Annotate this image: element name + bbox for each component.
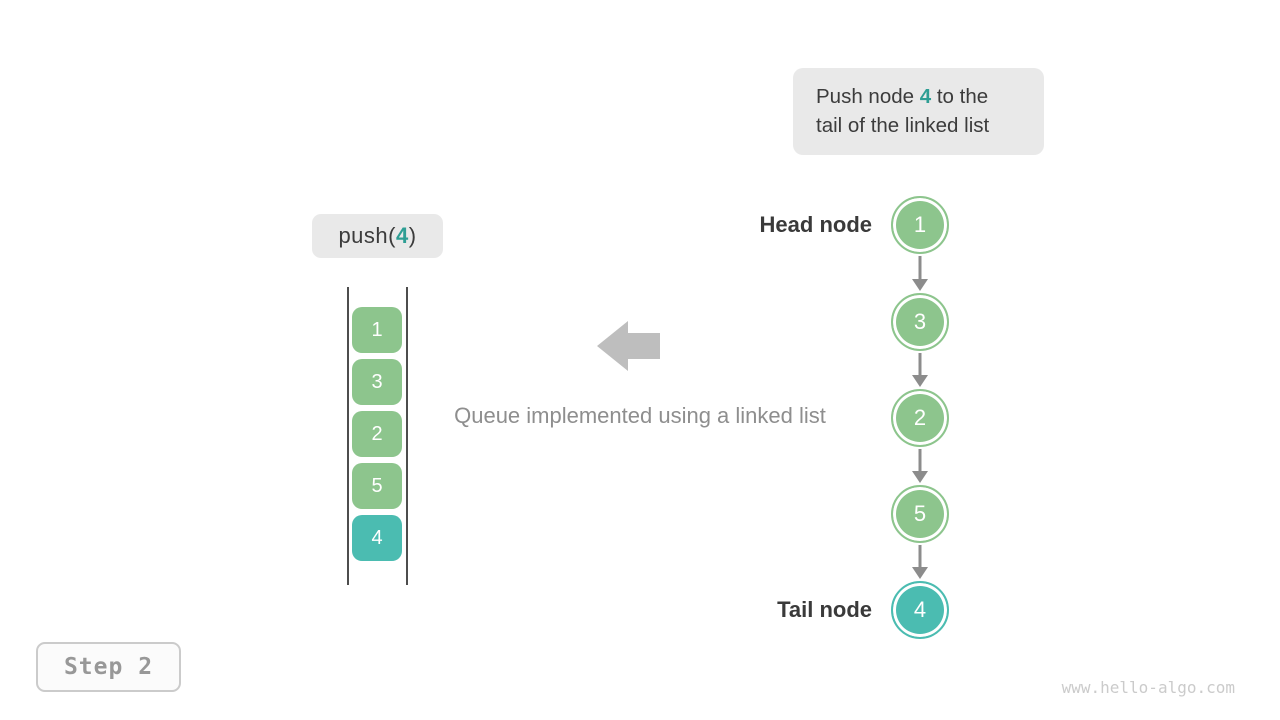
link-arrow	[912, 353, 928, 387]
diagram-caption: Queue implemented using a linked list	[454, 403, 826, 428]
link-arrow	[912, 545, 928, 579]
stack-item: 3	[352, 359, 402, 405]
linked-list-node: 2	[891, 389, 949, 447]
link-arrow	[912, 449, 928, 483]
callout-text-line1-pre: Push node	[816, 85, 920, 108]
queue-stack: 1 3 2 5 4	[352, 307, 402, 561]
stack-item-pushed: 4	[352, 515, 402, 561]
step-badge: Step 2	[36, 642, 181, 692]
linked-list-node-head: 1	[891, 196, 949, 254]
linked-list-node: 5	[891, 485, 949, 543]
callout-bubble: Push node 4 to the tail of the linked li…	[793, 68, 1044, 155]
queue-rail-left	[347, 287, 349, 585]
site-watermark: www.hello-algo.com	[1061, 678, 1235, 697]
linked-list-node-tail: 4	[891, 581, 949, 639]
tail-node-label: Tail node	[777, 597, 872, 622]
stack-item: 2	[352, 411, 402, 457]
push-operation-chip: push(4)	[312, 214, 443, 258]
queue-rail-right	[406, 287, 408, 585]
op-pre: push(	[338, 223, 396, 248]
linked-list-node: 3	[891, 293, 949, 351]
left-block-arrow-icon	[597, 321, 660, 371]
link-arrow	[912, 256, 928, 291]
callout-text-line2: tail of the linked list	[816, 114, 990, 137]
stack-item: 1	[352, 307, 402, 353]
stack-item: 5	[352, 463, 402, 509]
op-arg: 4	[395, 223, 409, 248]
callout-text-line1-post: to the	[931, 85, 989, 108]
linked-list-connectors	[912, 256, 928, 579]
head-node-label: Head node	[759, 212, 872, 237]
callout-highlight-value: 4	[919, 85, 932, 108]
op-post: )	[408, 223, 417, 248]
